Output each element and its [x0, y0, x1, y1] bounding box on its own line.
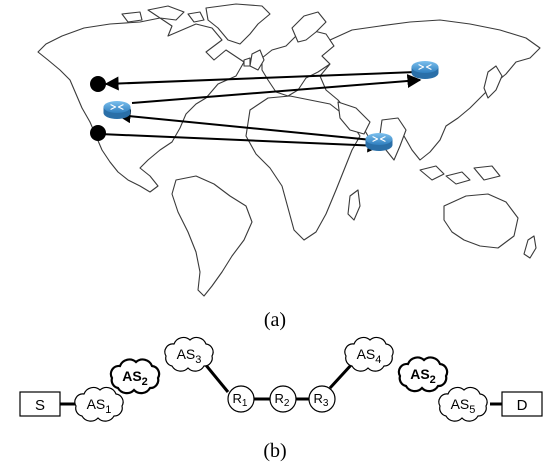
- cloud-as2-right: [397, 356, 449, 393]
- router-icon-us: [102, 100, 132, 120]
- arrow-india-to-us-router: [116, 109, 373, 141]
- router-icon-india: [364, 132, 394, 152]
- router-r3-label: R3: [314, 391, 329, 409]
- cloud-as4-label: AS4: [357, 346, 382, 366]
- japan: [483, 65, 503, 99]
- scandinavia: [291, 11, 327, 43]
- link-as3-r1: [203, 363, 230, 393]
- caption-b: (b): [263, 440, 286, 462]
- as-path-diagram: S D AS1 AS2 AS3 AS4 AS2 AS5 R1 R2 R3: [19, 336, 543, 422]
- source-label: S: [35, 397, 45, 414]
- cloud-as1-label: AS1: [87, 396, 112, 416]
- source-box: [19, 391, 61, 417]
- endpoint-top: [90, 76, 106, 92]
- southeast-asia-islands: [419, 165, 501, 185]
- router-r1-label: R1: [233, 391, 248, 409]
- arrow-us-router-to-moscow: [131, 74, 422, 104]
- cloud-as1: [74, 386, 124, 422]
- cloud-as2-left-label: AS2: [122, 368, 148, 388]
- arabian-peninsula: [337, 101, 371, 135]
- link-r3-as4: [328, 362, 354, 390]
- router-r3: [308, 385, 336, 413]
- router-r2: [269, 385, 297, 413]
- greenland-landmass: [205, 3, 271, 45]
- world-map: [37, 3, 541, 297]
- madagascar: [347, 189, 361, 221]
- arrow-bottom-endpoint-to-india: [99, 133, 382, 153]
- australia-landmass: [443, 193, 519, 249]
- router-icon-moscow: [410, 60, 440, 80]
- arrow-moscow-to-top-endpoint: [104, 71, 417, 91]
- cloud-as5-label: AS5: [451, 396, 476, 416]
- north-america-landmass: [37, 17, 245, 193]
- network-overlay: [90, 60, 440, 153]
- cloud-as4: [344, 336, 394, 372]
- cloud-as3: [164, 336, 214, 372]
- router-r2-label: R2: [275, 391, 290, 409]
- caption-a: (a): [264, 309, 286, 331]
- router-r1: [227, 385, 255, 413]
- africa-landmass: [245, 95, 361, 241]
- cloud-as5: [438, 386, 488, 422]
- south-america-landmass: [171, 175, 253, 297]
- destination-box: [501, 391, 543, 417]
- cloud-as2-right-label: AS2: [410, 366, 436, 386]
- new-zealand: [523, 235, 537, 259]
- arctic-islands: [121, 5, 205, 23]
- asia-landmass: [319, 19, 541, 161]
- british-isles: [243, 49, 265, 71]
- cloud-as3-label: AS3: [177, 346, 202, 366]
- cloud-as2-left: [109, 358, 161, 395]
- destination-label: D: [517, 397, 528, 414]
- endpoint-bottom: [90, 125, 106, 141]
